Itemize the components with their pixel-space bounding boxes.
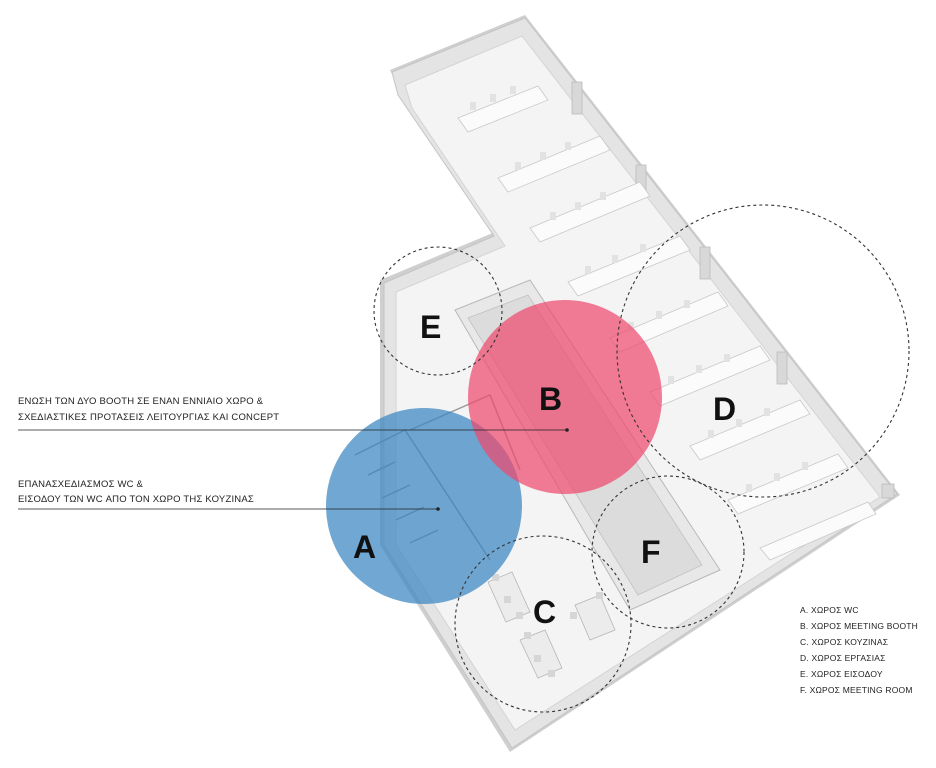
note-a-line2: ΕΙΣΟΔΟΥ ΤΩΝ WC ΑΠΟ ΤΟΝ ΧΩΡΟ ΤΗΣ ΚΟΥΖΙΝΑΣ	[18, 494, 254, 505]
note-b-line1: ΕΝΩΣΗ ΤΩΝ ΔΥΟ BOOTH ΣΕ ΕΝΑΝ ΕΝΝΙΑΙΟ ΧΩΡΟ…	[18, 396, 264, 407]
annotation-a: ΕΠΑΝΑΣΧΕΔΙΑΣΜΟΣ WC & ΕΙΣΟΔΟΥ ΤΩΝ WC ΑΠΟ …	[18, 479, 440, 511]
zone-b-letter: B	[539, 381, 562, 417]
zone-f-letter: F	[641, 534, 661, 570]
zone-d-letter: D	[713, 391, 736, 427]
desk-chairs	[470, 86, 808, 492]
zone-d-circle	[616, 204, 910, 498]
zone-c-letter: C	[533, 594, 556, 630]
legend-item-f: F. ΧΩΡΟΣ MEETING ROOM	[800, 685, 913, 695]
note-b-leader-dot	[565, 428, 569, 432]
legend: A. ΧΩΡΟΣ WC B. ΧΩΡΟΣ MEETING BOOTH C. ΧΩ…	[800, 605, 918, 695]
zone-a-circle	[326, 408, 522, 604]
zone-c-circle	[454, 535, 632, 713]
zone-circles	[326, 204, 910, 713]
zone-e-letter: E	[420, 309, 441, 345]
zone-e-circle	[373, 246, 503, 376]
note-a-line1: ΕΠΑΝΑΣΧΕΔΙΑΣΜΟΣ WC &	[18, 479, 144, 490]
legend-item-c: C. ΧΩΡΟΣ ΚΟΥΖΙΝΑΣ	[800, 637, 888, 647]
zone-a-letter: A	[353, 529, 376, 565]
note-a-leader-dot	[436, 507, 440, 511]
legend-item-e: E. ΧΩΡΟΣ ΕΙΣΟΔΟΥ	[800, 669, 883, 679]
legend-item-b: B. ΧΩΡΟΣ MEETING BOOTH	[800, 621, 918, 631]
desk-rows	[457, 85, 877, 561]
zone-letters: A B C D E F	[353, 309, 736, 630]
legend-item-d: D. ΧΩΡΟΣ ΕΡΓΑΣΙΑΣ	[800, 653, 886, 663]
zone-b-circle	[468, 300, 662, 494]
legend-item-a: A. ΧΩΡΟΣ WC	[800, 605, 859, 615]
annotation-b: ΕΝΩΣΗ ΤΩΝ ΔΥΟ BOOTH ΣΕ ΕΝΑΝ ΕΝΝΙΑΙΟ ΧΩΡΟ…	[18, 396, 569, 432]
note-b-line2: ΣΧΕΔΙΑΣΤΙΚΕΣ ΠΡΟΤΑΣΕΙΣ ΛΕΙΤΟΥΡΓΙΑΣ ΚΑΙ C…	[18, 412, 279, 423]
wall-pillars	[571, 81, 895, 499]
kitchen-chairs	[492, 574, 603, 677]
zone-f-circle	[591, 475, 745, 629]
